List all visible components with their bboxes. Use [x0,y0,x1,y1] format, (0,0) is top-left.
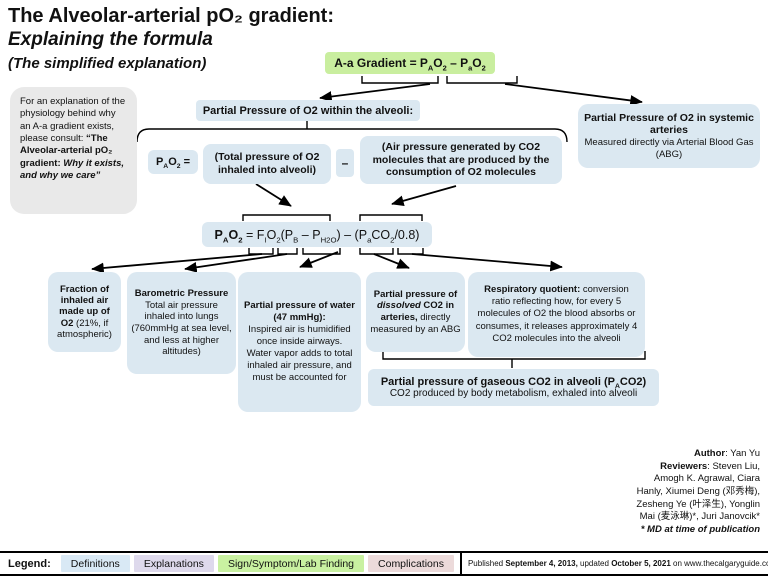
credits-line: Hanly, Xiumei Deng (邓秀梅), [636,485,760,497]
credits-footnote: * MD at time of publication [640,523,760,535]
legend-item-definitions: Definitions [60,555,130,572]
credits-line: Amogh K. Agrawal, Ciara [653,473,760,485]
note-reference-title: “The Alveolar-arterial pO₂ gradient: [20,133,113,169]
total-pressure-label: (Total pressure of O2 inhaled into alveo… [214,151,320,176]
alveolar-po2-label-box: Partial Pressure of O2 within the alveol… [196,100,420,121]
water-pressure-text: Partial pressure of water (47 mmHg):Insp… [244,300,355,383]
legend-item-explanations: Explanations [133,555,214,572]
fio2-explanation-box: Fraction of inhaled air made up of O2 (2… [48,272,121,352]
pao2-equals-label: PAO2 = [155,156,191,171]
note-text: For an explanation of the physiology beh… [20,96,126,145]
systemic-arteries-box: Partial Pressure of O2 in systemic arter… [578,104,760,168]
systemic-arteries-title: Partial Pressure of O2 in systemic arter… [584,111,754,137]
aa-gradient-formula: A-a Gradient = PAO2 – PaO2 [334,56,486,73]
page-subtitle-note: (The simplified explanation) [8,55,207,72]
respiratory-quotient-box: Respiratory quotient: conversion ratio r… [468,272,645,357]
credits-line: Mai (麦泳琳)*, Juri Janovcik* [639,511,760,523]
legend-bar: Legend: Definitions Explanations Sign/Sy… [0,551,768,576]
legend-item-complications: Complications [368,555,454,572]
legend-label: Legend: [8,557,51,570]
pao2-equals-box: PAO2 = [148,150,198,174]
gaseous-co2-title: Partial pressure of gaseous CO2 in alveo… [380,376,647,391]
fio2-explanation: Fraction of inhaled air made up of O2 (2… [57,283,112,341]
alveolar-po2-label: Partial Pressure of O2 within the alveol… [202,104,414,117]
systemic-arteries-body: Measured directly via Arterial Blood Gas… [584,136,754,160]
gaseous-co2-box: Partial pressure of gaseous CO2 in alveo… [368,369,659,406]
co2-air-pressure-box: (Air pressure generated by CO2 molecules… [360,136,562,184]
alveolar-gas-equation-box: PAO2 = FIO2(PB – PH2O) – (PaCO2/0.8) [202,222,432,247]
respiratory-quotient-text: Respiratory quotient: conversion ratio r… [475,283,638,345]
page-title: The Alveolar-arterial pO₂ gradient: [8,5,334,27]
page-subtitle: Explaining the formula [8,29,213,50]
co2-air-pressure-label: (Air pressure generated by CO2 molecules… [372,141,550,179]
credits-block: Author: Yan Yu Reviewers: Steven Liu, Am… [560,448,760,536]
minus-operator: – [341,156,349,170]
aa-gradient-formula-box: A-a Gradient = PAO2 – PaO2 [325,52,495,74]
note-reference-subtitle: Why it exists, and why we care” [20,157,124,182]
water-pressure-box: Partial pressure of water (47 mmHg):Insp… [238,272,361,412]
published-note: Published September 4, 2013, updated Oct… [467,559,768,568]
minus-operator-box: – [336,149,354,177]
dissolved-co2-text: Partial pressure of dissolved CO2 in art… [370,288,461,335]
credits-author-line: Author: Yan Yu [693,448,760,459]
gaseous-co2-body: CO2 produced by body metabolism, exhaled… [389,388,638,399]
legend-divider [459,553,462,574]
dissolved-co2-box: Partial pressure of dissolved CO2 in art… [366,272,465,352]
physiology-note-bubble: For an explanation of the physiology beh… [10,87,137,214]
alveolar-gas-equation: PAO2 = FIO2(PB – PH2O) – (PaCO2/0.8) [214,227,420,244]
total-pressure-box: (Total pressure of O2 inhaled into alveo… [203,144,331,184]
legend-item-sign-symptom-lab-finding: Sign/Symptom/Lab Finding [217,555,365,572]
credits-reviewers-line: Reviewers: Steven Liu, [660,460,760,472]
credits-line: Zesheng Ye (叶泽生), Yonglin [636,498,760,510]
